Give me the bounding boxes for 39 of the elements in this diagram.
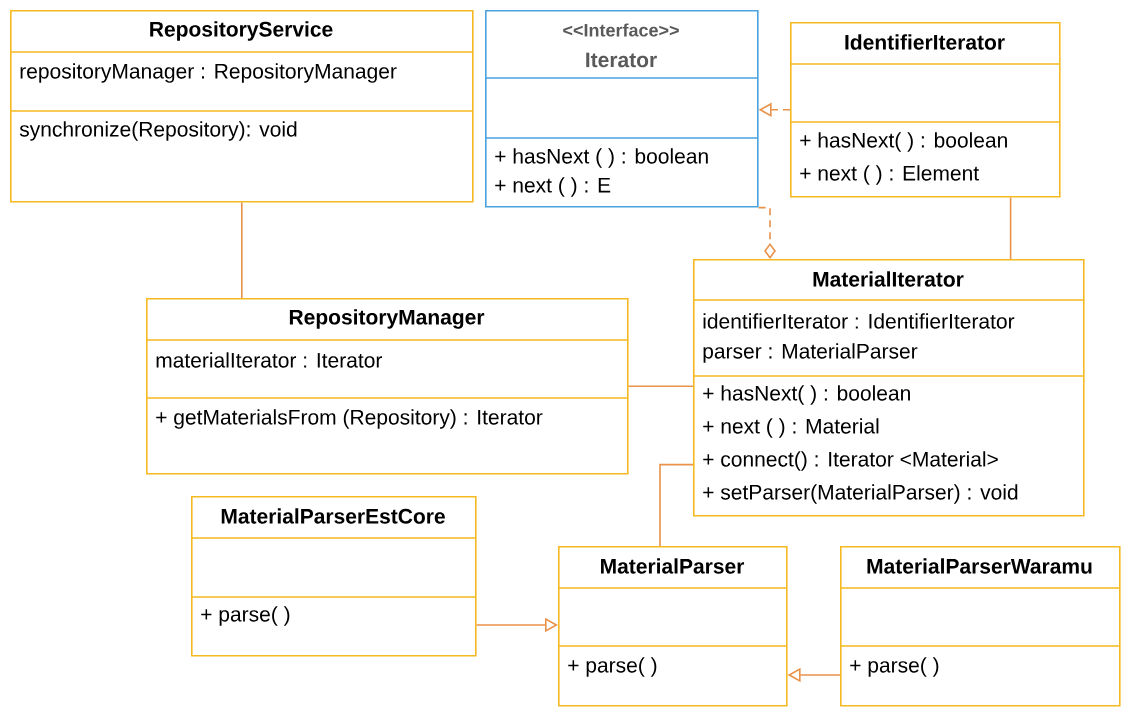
association-line [1009,196,1012,260]
class-name: MaterialParserEstCore [221,508,445,524]
class-box [692,259,1085,517]
class-box [484,10,759,208]
member-text: + hasNext( ) : boolean [800,132,1007,152]
class-box [9,10,474,203]
class-name: MaterialIterator [813,271,964,287]
member-text: + parse( ) [568,657,657,677]
member-text: + next ( ) : Material [703,418,879,438]
class-box [145,298,629,475]
member-text: + connect() : Iterator <Material> [703,451,998,471]
association-line [659,463,694,547]
dependency-line [757,206,776,259]
class-name: RepositoryManager [289,309,485,329]
member-text: + parse( ) [850,657,939,677]
class-box [789,22,1061,198]
class-name: Iterator [586,52,657,68]
association-line [241,201,243,299]
class-box [190,496,477,657]
class-name: RepositoryService [150,21,333,41]
member-text: + hasNext ( ) : boolean [495,148,708,168]
class-box [839,546,1121,707]
member-text: parser : MaterialParser [703,343,918,363]
class-name: IdentifierIterator [845,34,1005,50]
stereotype-text: <<Interface>> [563,23,679,37]
member-text: identifierIterator : IdentifierIterator [703,313,1015,329]
class-box [557,546,788,707]
member-text: + setParser(MaterialParser) : void [703,484,1018,504]
association-line [627,385,694,388]
member-text: + next ( ) : Element [800,165,979,185]
member-text: + parse( ) [201,606,290,626]
member-text: + hasNext( ) : boolean [703,385,910,405]
class-name: MaterialParser [601,558,745,574]
member-text: materialIterator : Iterator [156,352,383,368]
class-name: MaterialParserWaramu [867,558,1092,574]
member-text: repositoryManager : RepositoryManager [20,63,397,83]
member-text: + getMaterialsFrom (Repository) : Iterator [156,409,543,429]
member-text: synchronize(Repository): void [19,121,297,141]
member-text: + next ( ) : E [495,177,611,197]
